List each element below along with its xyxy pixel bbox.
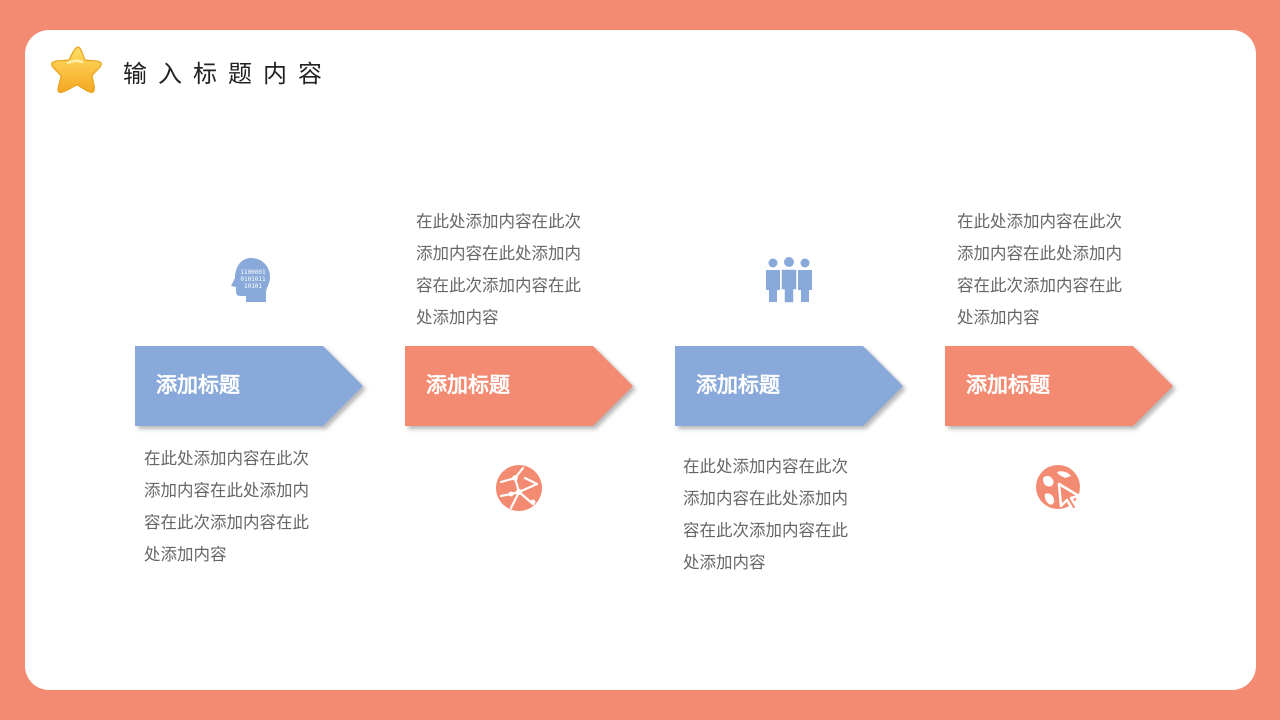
head-binary-icon: 1100001 0101011 10101 [229,257,271,303]
step-1-arrow: 添加标题 [135,346,365,426]
step-1-line: 处添加内容 [144,545,227,564]
team-icon [765,256,813,304]
step-3-line: 处添加内容 [683,553,766,572]
step-3-line: 添加内容在此处添加内 [683,489,848,508]
step-1-description: 在此处添加内容在此次 添加内容在此处添加内 容在此次添加内容在此 处添加内容 [144,443,344,571]
step-1-line: 容在此次添加内容在此 [144,513,309,532]
step-2-line: 容在此次添加内容在此 [416,276,581,295]
page-title: 输入标题内容 [123,60,333,88]
svg-text:10101: 10101 [244,283,262,290]
step-1-line: 添加内容在此处添加内 [144,481,309,500]
step-3-line: 在此处添加内容在此次 [683,457,848,476]
step-2-line: 在此处添加内容在此次 [416,212,581,231]
step-4-line: 处添加内容 [957,308,1040,327]
svg-text:0101011: 0101011 [240,276,266,283]
network-globe-icon [495,464,543,512]
step-2-description: 在此处添加内容在此次 添加内容在此处添加内 容在此次添加内容在此 处添加内容 [416,206,616,334]
step-4-line: 容在此次添加内容在此 [957,276,1122,295]
step-1-title: 添加标题 [156,373,240,397]
step-4-arrow: 添加标题 [945,346,1175,426]
step-2-title: 添加标题 [426,373,510,397]
step-3-arrow: 添加标题 [675,346,905,426]
step-3-title: 添加标题 [696,373,780,397]
step-4-line: 添加内容在此处添加内 [957,244,1122,263]
step-3-description: 在此处添加内容在此次 添加内容在此处添加内 容在此次添加内容在此 处添加内容 [683,451,883,579]
step-2-line: 处添加内容 [416,308,499,327]
step-3-line: 容在此次添加内容在此 [683,521,848,540]
step-4-description: 在此处添加内容在此次 添加内容在此处添加内 容在此次添加内容在此 处添加内容 [957,206,1157,334]
step-4-line: 在此处添加内容在此次 [957,212,1122,231]
step-2-arrow: 添加标题 [405,346,635,426]
step-1-line: 在此处添加内容在此次 [144,449,309,468]
step-2-line: 添加内容在此处添加内 [416,244,581,263]
svg-text:1100001: 1100001 [240,269,266,276]
step-4-title: 添加标题 [966,373,1050,397]
star-icon [48,44,104,96]
globe-cursor-icon [1035,464,1083,512]
